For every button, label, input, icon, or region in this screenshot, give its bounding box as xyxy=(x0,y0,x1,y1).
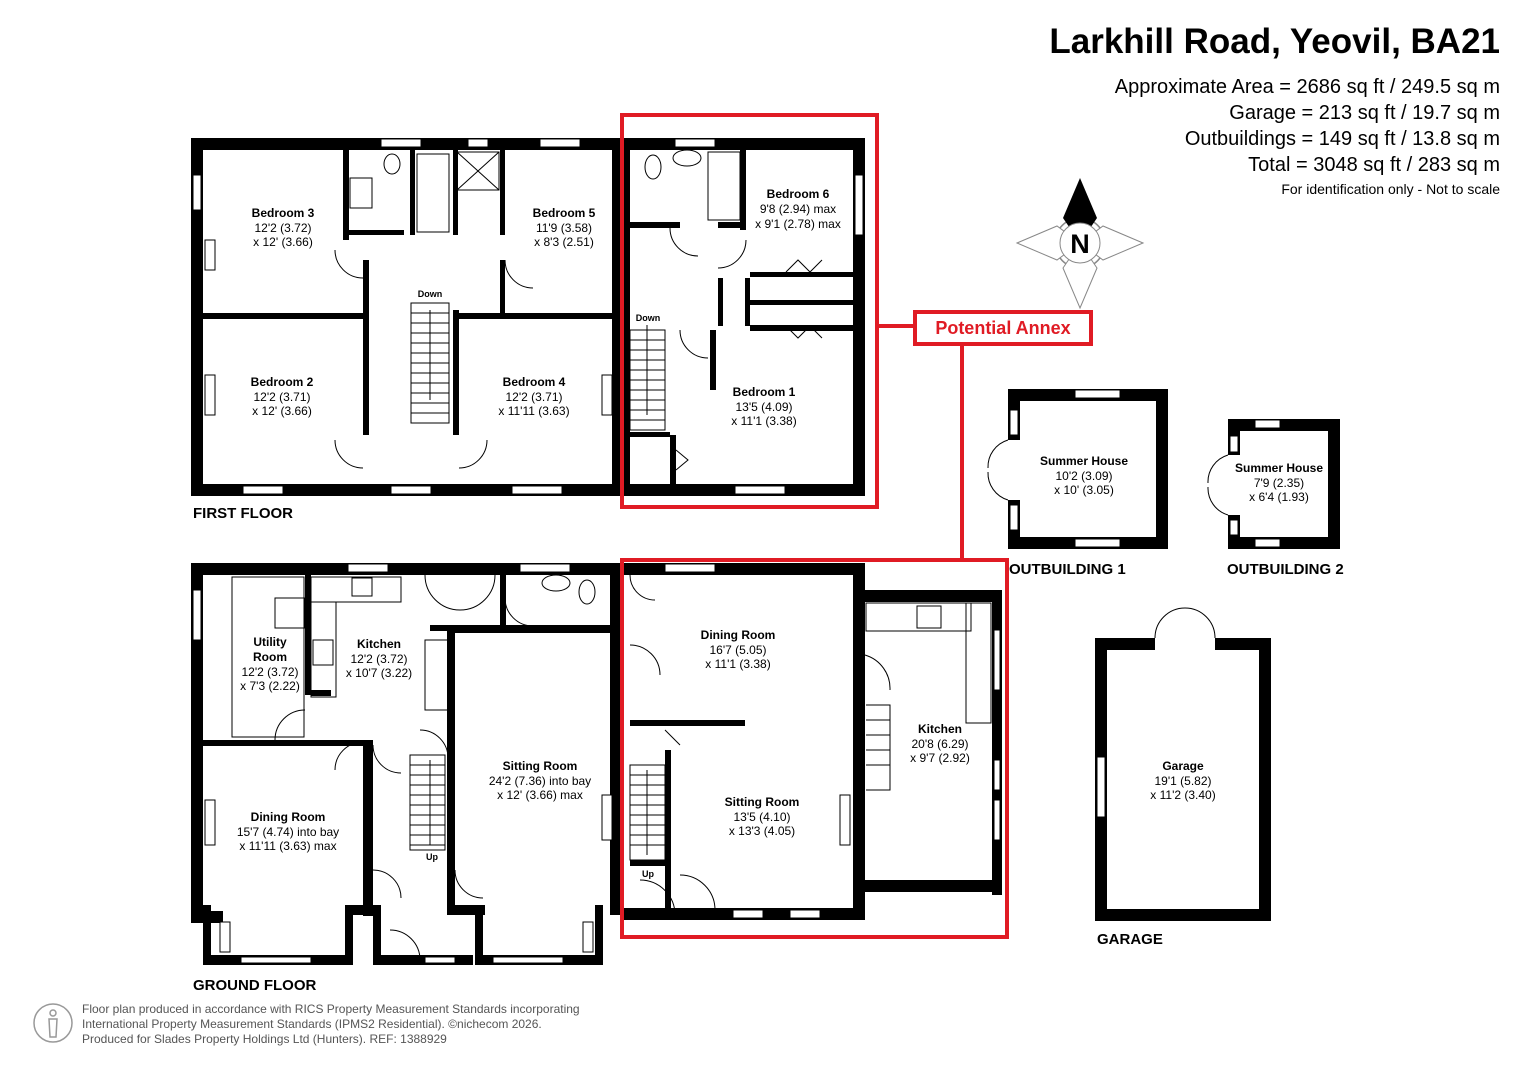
annex-highlight-first-floor xyxy=(620,113,879,509)
footer-notes: Floor plan produced in accordance with R… xyxy=(82,1002,580,1047)
room-name-dining-annex: Dining Room xyxy=(701,628,776,642)
annex-highlight-ground-floor xyxy=(620,558,1009,939)
annex-first-floor-windows xyxy=(674,138,864,495)
footer-line-2: International Property Measurement Stand… xyxy=(82,1017,542,1031)
room-dim-kitchen-annex-1: 20'8 (6.29) xyxy=(912,737,969,751)
room-name-bedroom4: Bedroom 4 xyxy=(503,375,566,389)
footer-line-3: Produced for Slades Property Holdings Lt… xyxy=(82,1032,447,1046)
room-dim-bedroom1-2: x 11'1 (3.38) xyxy=(731,414,796,428)
room-dim-bedroom1-1: 13'5 (4.09) xyxy=(736,400,793,414)
room-dim-sitting-annex-2: x 13'3 (4.05) xyxy=(729,824,795,838)
area-total: Total = 3048 sq ft / 283 sq m xyxy=(1248,154,1500,176)
stair-label-down-annex: Down xyxy=(636,313,661,323)
annex-connector-lines xyxy=(877,324,964,560)
area-summary: Approximate Area = 2686 sq ft / 249.5 sq… xyxy=(1115,74,1500,200)
room-name-kitchen-main: Kitchen xyxy=(357,637,401,651)
room-name-bedroom6: Bedroom 6 xyxy=(767,187,830,201)
annex-ground-floor-windows xyxy=(664,563,1001,919)
compass-icon: N xyxy=(1015,178,1145,310)
garage-plan xyxy=(1095,607,1271,921)
footer-line-1: Floor plan produced in accordance with R… xyxy=(82,1002,580,1016)
room-dim-bedroom2-2: x 12' (3.66) xyxy=(252,404,312,418)
area-approximate: Approximate Area = 2686 sq ft / 249.5 sq… xyxy=(1114,76,1500,98)
room-dim-garage-1: 19'1 (5.82) xyxy=(1155,774,1212,788)
stair-label-up-annex: Up xyxy=(642,869,654,879)
room-name-garage: Garage xyxy=(1162,759,1204,773)
room-dim-bedroom6-1: 9'8 (2.94) max xyxy=(760,202,836,216)
room-dim-kitchen-main-2: x 10'7 (3.22) xyxy=(346,666,412,680)
outbuilding2-plan xyxy=(1207,419,1340,549)
room-dim-utility-2: x 7'3 (2.22) xyxy=(240,679,300,693)
room-name-bedroom2: Bedroom 2 xyxy=(251,375,314,389)
outbuilding-labels: Summer House 10'2 (3.09) x 10' (3.05) OU… xyxy=(1009,454,1344,948)
property-title: Larkhill Road, Yeovil, BA21 xyxy=(1049,22,1500,61)
room-name-bedroom1: Bedroom 1 xyxy=(733,385,796,399)
room-dim-sitting-annex-1: 13'5 (4.10) xyxy=(734,810,791,824)
room-dim-summerhouse1-2: x 10' (3.05) xyxy=(1054,483,1114,497)
stair-label-up: Up xyxy=(426,852,438,862)
room-name-utility-1: Utility xyxy=(253,635,287,649)
room-dim-utility-1: 12'2 (3.72) xyxy=(242,665,299,679)
room-dim-dining-annex-2: x 11'1 (3.38) xyxy=(705,657,770,671)
annex-first-floor-fixtures xyxy=(629,149,823,471)
outbuilding1-plan xyxy=(987,389,1168,549)
room-dim-bedroom2-1: 12'2 (3.71) xyxy=(254,390,311,404)
annex-ground-floor-fixtures xyxy=(629,574,992,916)
room-name-kitchen-annex: Kitchen xyxy=(918,722,962,736)
first-floor-fixtures xyxy=(204,151,613,469)
floor-label-first: FIRST FLOOR xyxy=(193,505,293,522)
rics-logo-icon xyxy=(33,1003,73,1043)
room-dim-dining-main-1: 15'7 (4.74) into bay xyxy=(237,825,339,839)
room-dim-kitchen-annex-2: x 9'7 (2.92) xyxy=(910,751,970,765)
room-dim-summerhouse2-2: x 6'4 (1.93) xyxy=(1249,490,1309,504)
room-dim-summerhouse1-1: 10'2 (3.09) xyxy=(1056,469,1113,483)
room-dim-bedroom4-1: 12'2 (3.71) xyxy=(506,390,563,404)
compass-north-letter: N xyxy=(1070,229,1090,259)
floor-label-garage: GARAGE xyxy=(1097,931,1163,948)
room-dim-bedroom4-2: x 11'11 (3.63) xyxy=(498,404,569,418)
stair-label-down: Down xyxy=(418,289,443,299)
scale-disclaimer: For identification only - Not to scale xyxy=(1281,181,1500,197)
ground-floor-fixtures xyxy=(204,574,613,961)
room-dim-sitting-main-1: 24'2 (7.36) into bay xyxy=(489,774,591,788)
ground-floor-windows xyxy=(192,563,594,964)
room-dim-sitting-main-2: x 12' (3.66) max xyxy=(497,788,583,802)
area-garage: Garage = 213 sq ft / 19.7 sq m xyxy=(1229,102,1500,124)
first-floor-labels: Bedroom 3 12'2 (3.72) x 12' (3.66) Bedro… xyxy=(193,187,841,522)
room-dim-bedroom3-2: x 12' (3.66) xyxy=(253,235,313,249)
floor-label-outbuilding2: OUTBUILDING 2 xyxy=(1227,561,1344,578)
room-name-sitting-annex: Sitting Room xyxy=(725,795,800,809)
first-floor-windows xyxy=(192,138,581,495)
room-name-summerhouse1: Summer House xyxy=(1040,454,1128,468)
room-name-summerhouse2: Summer House xyxy=(1235,461,1323,475)
room-dim-kitchen-main-1: 12'2 (3.72) xyxy=(351,652,408,666)
room-name-dining-main: Dining Room xyxy=(251,810,326,824)
room-dim-bedroom3-1: 12'2 (3.72) xyxy=(255,221,312,235)
floor-label-outbuilding1: OUTBUILDING 1 xyxy=(1009,561,1126,578)
floor-label-ground: GROUND FLOOR xyxy=(193,977,316,994)
ground-floor-labels: Utility Room 12'2 (3.72) x 7'3 (2.22) Ki… xyxy=(193,628,970,994)
room-dim-dining-main-2: x 11'11 (3.63) max xyxy=(239,839,336,853)
room-dim-garage-2: x 11'2 (3.40) xyxy=(1150,788,1215,802)
room-name-bedroom3: Bedroom 3 xyxy=(252,206,315,220)
room-dim-dining-annex-1: 16'7 (5.05) xyxy=(710,643,767,657)
first-floor-plan xyxy=(191,138,620,496)
area-outbuildings: Outbuildings = 149 sq ft / 13.8 sq m xyxy=(1184,128,1500,150)
room-name-bedroom5: Bedroom 5 xyxy=(533,206,596,220)
room-name-utility-2: Room xyxy=(253,650,287,664)
potential-annex-label: Potential Annex xyxy=(913,310,1093,346)
room-dim-summerhouse2-1: 7'9 (2.35) xyxy=(1254,476,1304,490)
room-name-sitting-main: Sitting Room xyxy=(503,759,578,773)
room-dim-bedroom5-2: x 8'3 (2.51) xyxy=(534,235,594,249)
room-dim-bedroom6-2: x 9'1 (2.78) max xyxy=(755,217,841,231)
room-dim-bedroom5-1: 11'9 (3.58) xyxy=(536,221,592,235)
